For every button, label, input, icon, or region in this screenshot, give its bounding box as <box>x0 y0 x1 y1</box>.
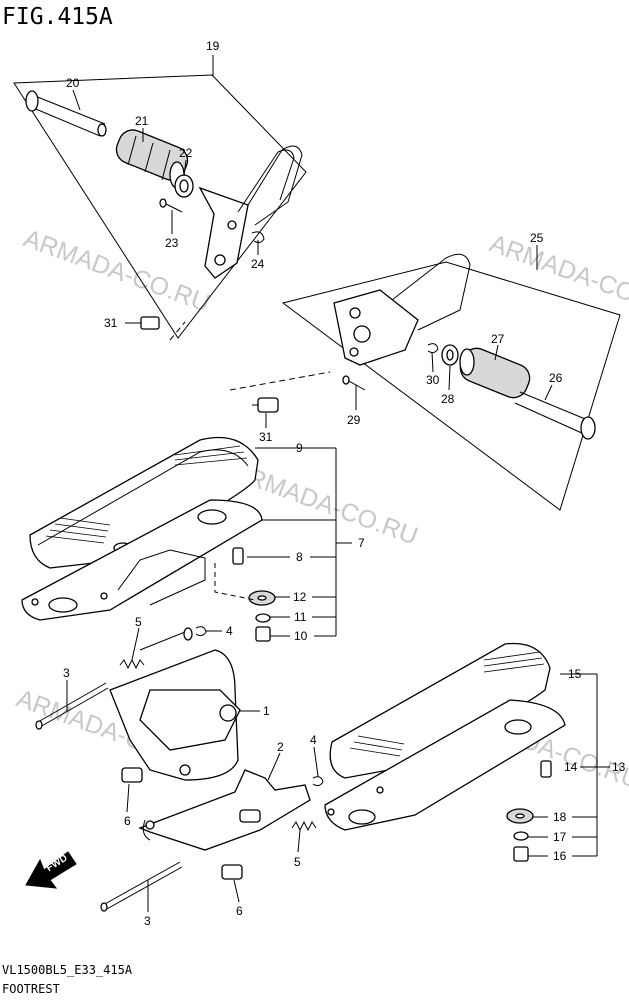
callout-25: 25 <box>530 231 544 245</box>
watermark-1: ARMADA-CO.RU <box>20 224 214 317</box>
callout-19: 19 <box>206 39 220 53</box>
callout-26: 26 <box>549 371 563 385</box>
callout-4-upper: 4 <box>226 624 233 638</box>
callout-7: 7 <box>358 536 365 550</box>
figure-name: FOOTREST <box>2 982 60 996</box>
clip-30 <box>427 343 439 354</box>
callout-3-lower: 3 <box>144 914 151 928</box>
pin-29 <box>342 375 366 391</box>
callout-13: 13 <box>612 760 626 774</box>
callout-27: 27 <box>491 332 505 346</box>
callout-24: 24 <box>251 257 265 271</box>
bolt-6-lower <box>221 864 243 880</box>
watermark-3: ARMADA-CO.RU <box>228 457 422 550</box>
pin-23 <box>159 198 183 213</box>
nut-10 <box>255 626 271 642</box>
callout-21: 21 <box>135 114 149 128</box>
footboard-right <box>324 642 566 831</box>
fwd-arrow-icon: FWD <box>25 851 77 889</box>
callout-1: 1 <box>263 704 270 718</box>
callout-18: 18 <box>553 810 567 824</box>
callout-28: 28 <box>441 392 455 406</box>
footrest-bracket-right <box>333 253 471 366</box>
callout-20: 20 <box>66 76 80 90</box>
footboard-left <box>21 436 263 621</box>
callout-11: 11 <box>294 610 307 624</box>
pin-3-upper <box>35 682 109 730</box>
clip-24 <box>251 231 265 244</box>
group-box-19 <box>13 74 307 339</box>
washer-12-hole <box>257 595 267 601</box>
callout-5-lower: 5 <box>294 855 301 869</box>
washer-28-hole <box>446 349 454 361</box>
spring-5-upper <box>119 658 145 670</box>
pin-3-lower <box>100 861 183 912</box>
callout-16: 16 <box>553 849 567 863</box>
callout-12: 12 <box>293 590 307 604</box>
callout-17: 17 <box>553 830 567 844</box>
footrest-bracket-2 <box>138 769 311 851</box>
callout-5-upper: 5 <box>135 615 142 629</box>
clip-4-upper <box>195 626 207 637</box>
washer-18-hole <box>515 813 525 819</box>
group-box-25 <box>281 261 621 511</box>
bolt-31-lower <box>252 397 279 413</box>
pin-26 <box>514 391 596 440</box>
washer-17 <box>513 831 529 841</box>
bolt-8 <box>232 547 244 565</box>
callout-14: 14 <box>564 760 578 774</box>
footrest-bracket-1 <box>109 627 241 781</box>
callout-15: 15 <box>568 667 582 681</box>
callout-29: 29 <box>347 413 361 427</box>
callout-31-lower: 31 <box>259 430 273 444</box>
nut-16 <box>513 846 529 862</box>
washer-11 <box>255 613 271 623</box>
spring-5-lower <box>291 820 317 832</box>
callout-6-upper: 6 <box>124 814 131 828</box>
figure-title: FIG.415A <box>2 4 113 30</box>
callout-2: 2 <box>277 740 284 754</box>
callout-3-upper: 3 <box>63 666 70 680</box>
callout-10: 10 <box>294 629 308 643</box>
callout-22: 22 <box>179 146 193 160</box>
callout-8: 8 <box>296 550 303 564</box>
clip-4-lower <box>312 776 324 787</box>
callout-23: 23 <box>165 236 179 250</box>
callout-9: 9 <box>296 441 303 455</box>
callout-30: 30 <box>426 373 440 387</box>
bolt-6-upper <box>121 767 143 783</box>
figure-code: VL1500BL5_E33_415A <box>2 963 133 977</box>
leader-lines <box>66 55 553 912</box>
callout-6-lower: 6 <box>236 904 243 918</box>
washer-22-hole <box>179 179 189 193</box>
footrest-bracket-left <box>198 145 303 279</box>
callout-31-upper: 31 <box>104 316 118 330</box>
pin-20 <box>25 90 107 137</box>
watermark-2: ARMADA-CO.RU <box>486 229 629 322</box>
bolt-14 <box>540 760 552 778</box>
footpeg-rubber-27 <box>459 347 531 399</box>
callout-4-lower: 4 <box>310 733 317 747</box>
